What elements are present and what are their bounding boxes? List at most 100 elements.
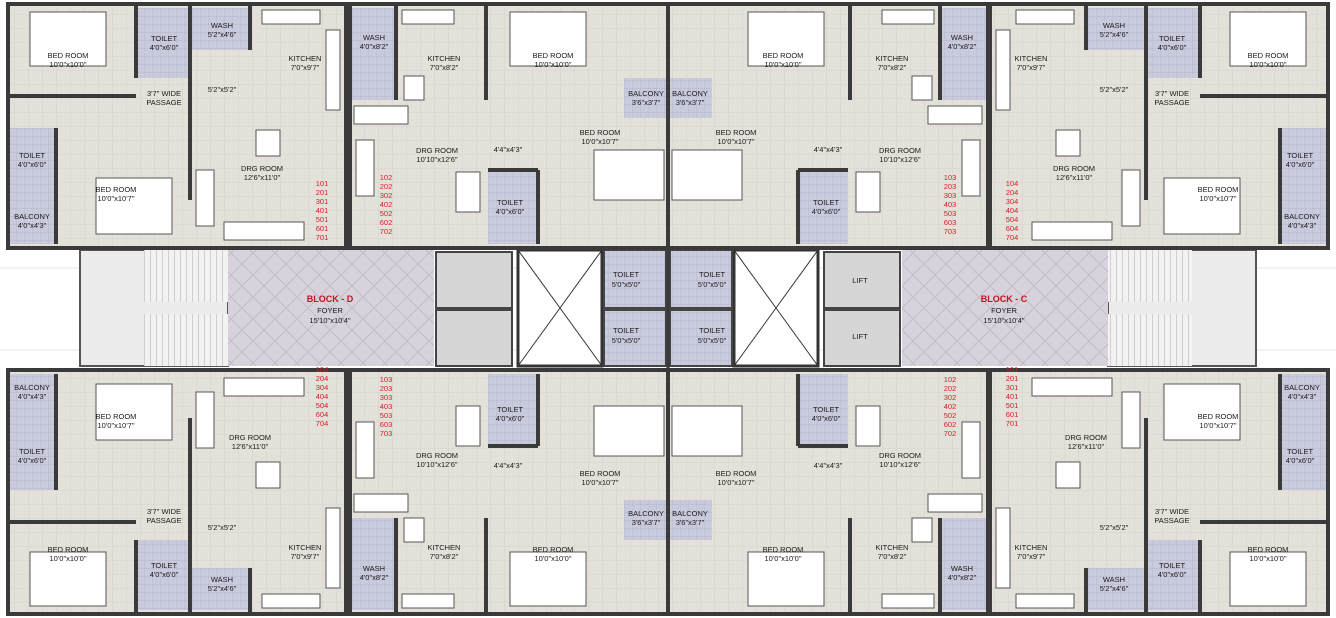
room-size: 12'6"x11'0" [1068,442,1105,451]
room-size: 10'0"x10'0" [535,554,572,563]
room-label: BED ROOM [1248,51,1289,60]
room-size: PASSAGE [1154,98,1189,107]
room-label: TOILET [1287,447,1314,456]
room-size: 4'0"x8'2" [948,42,977,51]
room-label: 3'7" WIDE [147,89,181,98]
room-size: 10'0"x10'7" [98,421,135,430]
room-label: BED ROOM [1198,412,1239,421]
room-size: 7'0"x8'2" [878,63,907,72]
room-label: DRG ROOM [416,146,458,155]
walls [6,2,1330,616]
room-size: 4'0"x6'0" [150,570,179,579]
room-size: 5'0"x5'0" [698,336,727,345]
room-label: BED ROOM [96,412,137,421]
room-label: 3'7" WIDE [1155,507,1189,516]
room-label: KITCHEN [289,543,322,552]
room-size: 5'2"x5'2" [1100,523,1129,532]
room-size: 5'2"x4'6" [208,30,237,39]
room-label: TOILET [19,447,46,456]
room-size: 7'0"x9'7" [291,63,320,72]
room-label: BED ROOM [533,545,574,554]
room-size: 12'6"x11'0" [232,442,269,451]
room-size: 7'0"x9'7" [1017,63,1046,72]
lift-label: LIFT [852,276,868,285]
room-label: WASH [211,21,233,30]
block-d-foyer-size: 15'10"x10'4" [309,316,350,325]
room-label: DRG ROOM [229,433,271,442]
room-label: BED ROOM [716,469,757,478]
block-d-name: BLOCK - D [307,294,354,304]
room-size: 4'0"x6'0" [1286,456,1315,465]
room-size: PASSAGE [1154,516,1189,525]
room-size: 10'0"x10'0" [765,60,802,69]
room-label: TOILET [699,326,726,335]
room-label: BED ROOM [96,185,137,194]
room-size: 7'0"x8'2" [430,552,459,561]
room-label: TOILET [497,405,524,414]
room-label: BED ROOM [48,545,89,554]
room-size: PASSAGE [146,516,181,525]
room-size: 12'6"x11'0" [244,173,281,182]
room-size: 4'0"x6'0" [496,207,525,216]
room-label: DRG ROOM [879,146,921,155]
room-size: 10'10"x12'6" [879,460,920,469]
room-label: BALCONY [14,383,50,392]
room-size: 10'0"x10'7" [718,478,755,487]
room-size: 10'0"x10'0" [765,554,802,563]
block-c-top [668,4,1328,248]
room-label: BED ROOM [533,51,574,60]
room-size: 4'0"x4'3" [18,392,47,401]
room-label: BALCONY [1284,383,1320,392]
room-size: 10'0"x10'0" [1250,60,1287,69]
room-size: 5'2"x4'6" [1100,584,1129,593]
room-size: 10'0"x10'0" [50,554,87,563]
room-size: 4'0"x8'2" [360,42,389,51]
room-label: KITCHEN [1015,543,1048,552]
room-label: TOILET [1287,151,1314,160]
block-c-name: BLOCK - C [981,294,1028,304]
room-label: KITCHEN [289,54,322,63]
room-label: TOILET [497,198,524,207]
room-label: TOILET [1159,561,1186,570]
room-size: 4'0"x6'0" [812,207,841,216]
room-size: 10'0"x10'7" [718,137,755,146]
room-size: 4'0"x6'0" [1158,43,1187,52]
room-label: DRG ROOM [879,451,921,460]
labels-block-c-top: BALCONY 3'6"x3'7" BED ROOM 10'0"x10'0" K… [672,21,1320,242]
room-size: 4'0"x6'0" [812,414,841,423]
room-size: 10'10"x12'6" [416,460,457,469]
room-label: BALCONY [672,89,708,98]
room-size: 5'2"x5'2" [1100,85,1129,94]
room-size: 10'0"x10'7" [582,137,619,146]
room-label: WASH [1103,21,1125,30]
room-size: 4'0"x6'0" [18,456,47,465]
room-label: TOILET [613,326,640,335]
room-label: WASH [211,575,233,584]
room-size: 4'0"x8'2" [948,573,977,582]
room-size: 12'6"x11'0" [1056,173,1093,182]
room-size: 4'0"x4'3" [18,221,47,230]
labels-block-d-bottom: BALCONY 4'0"x4'3" BED ROOM 10'0"x10'7" T… [14,365,664,593]
room-size: 4'0"x4'3" [1288,221,1317,230]
room-label: KITCHEN [428,543,461,552]
room-label: BED ROOM [580,128,621,137]
labels-block-d-top: BED ROOM 10'0"x10'0" TOILET 4'0"x6'0" WA… [14,21,664,242]
room-size: 10'0"x10'0" [535,60,572,69]
room-label: TOILET [813,405,840,414]
room-label: TOILET [151,561,178,570]
room-size: 10'0"x10'0" [50,60,87,69]
room-label: KITCHEN [1015,54,1048,63]
room-label: DRG ROOM [416,451,458,460]
room-label: KITCHEN [428,54,461,63]
room-size: 4'0"x6'0" [496,414,525,423]
labels-core: BLOCK - D FOYER 15'10"x10'4" BLOCK - C F… [307,270,1028,345]
room-label: BED ROOM [763,545,804,554]
furniture [29,9,1307,609]
room-size: 4'0"x6'0" [18,160,47,169]
